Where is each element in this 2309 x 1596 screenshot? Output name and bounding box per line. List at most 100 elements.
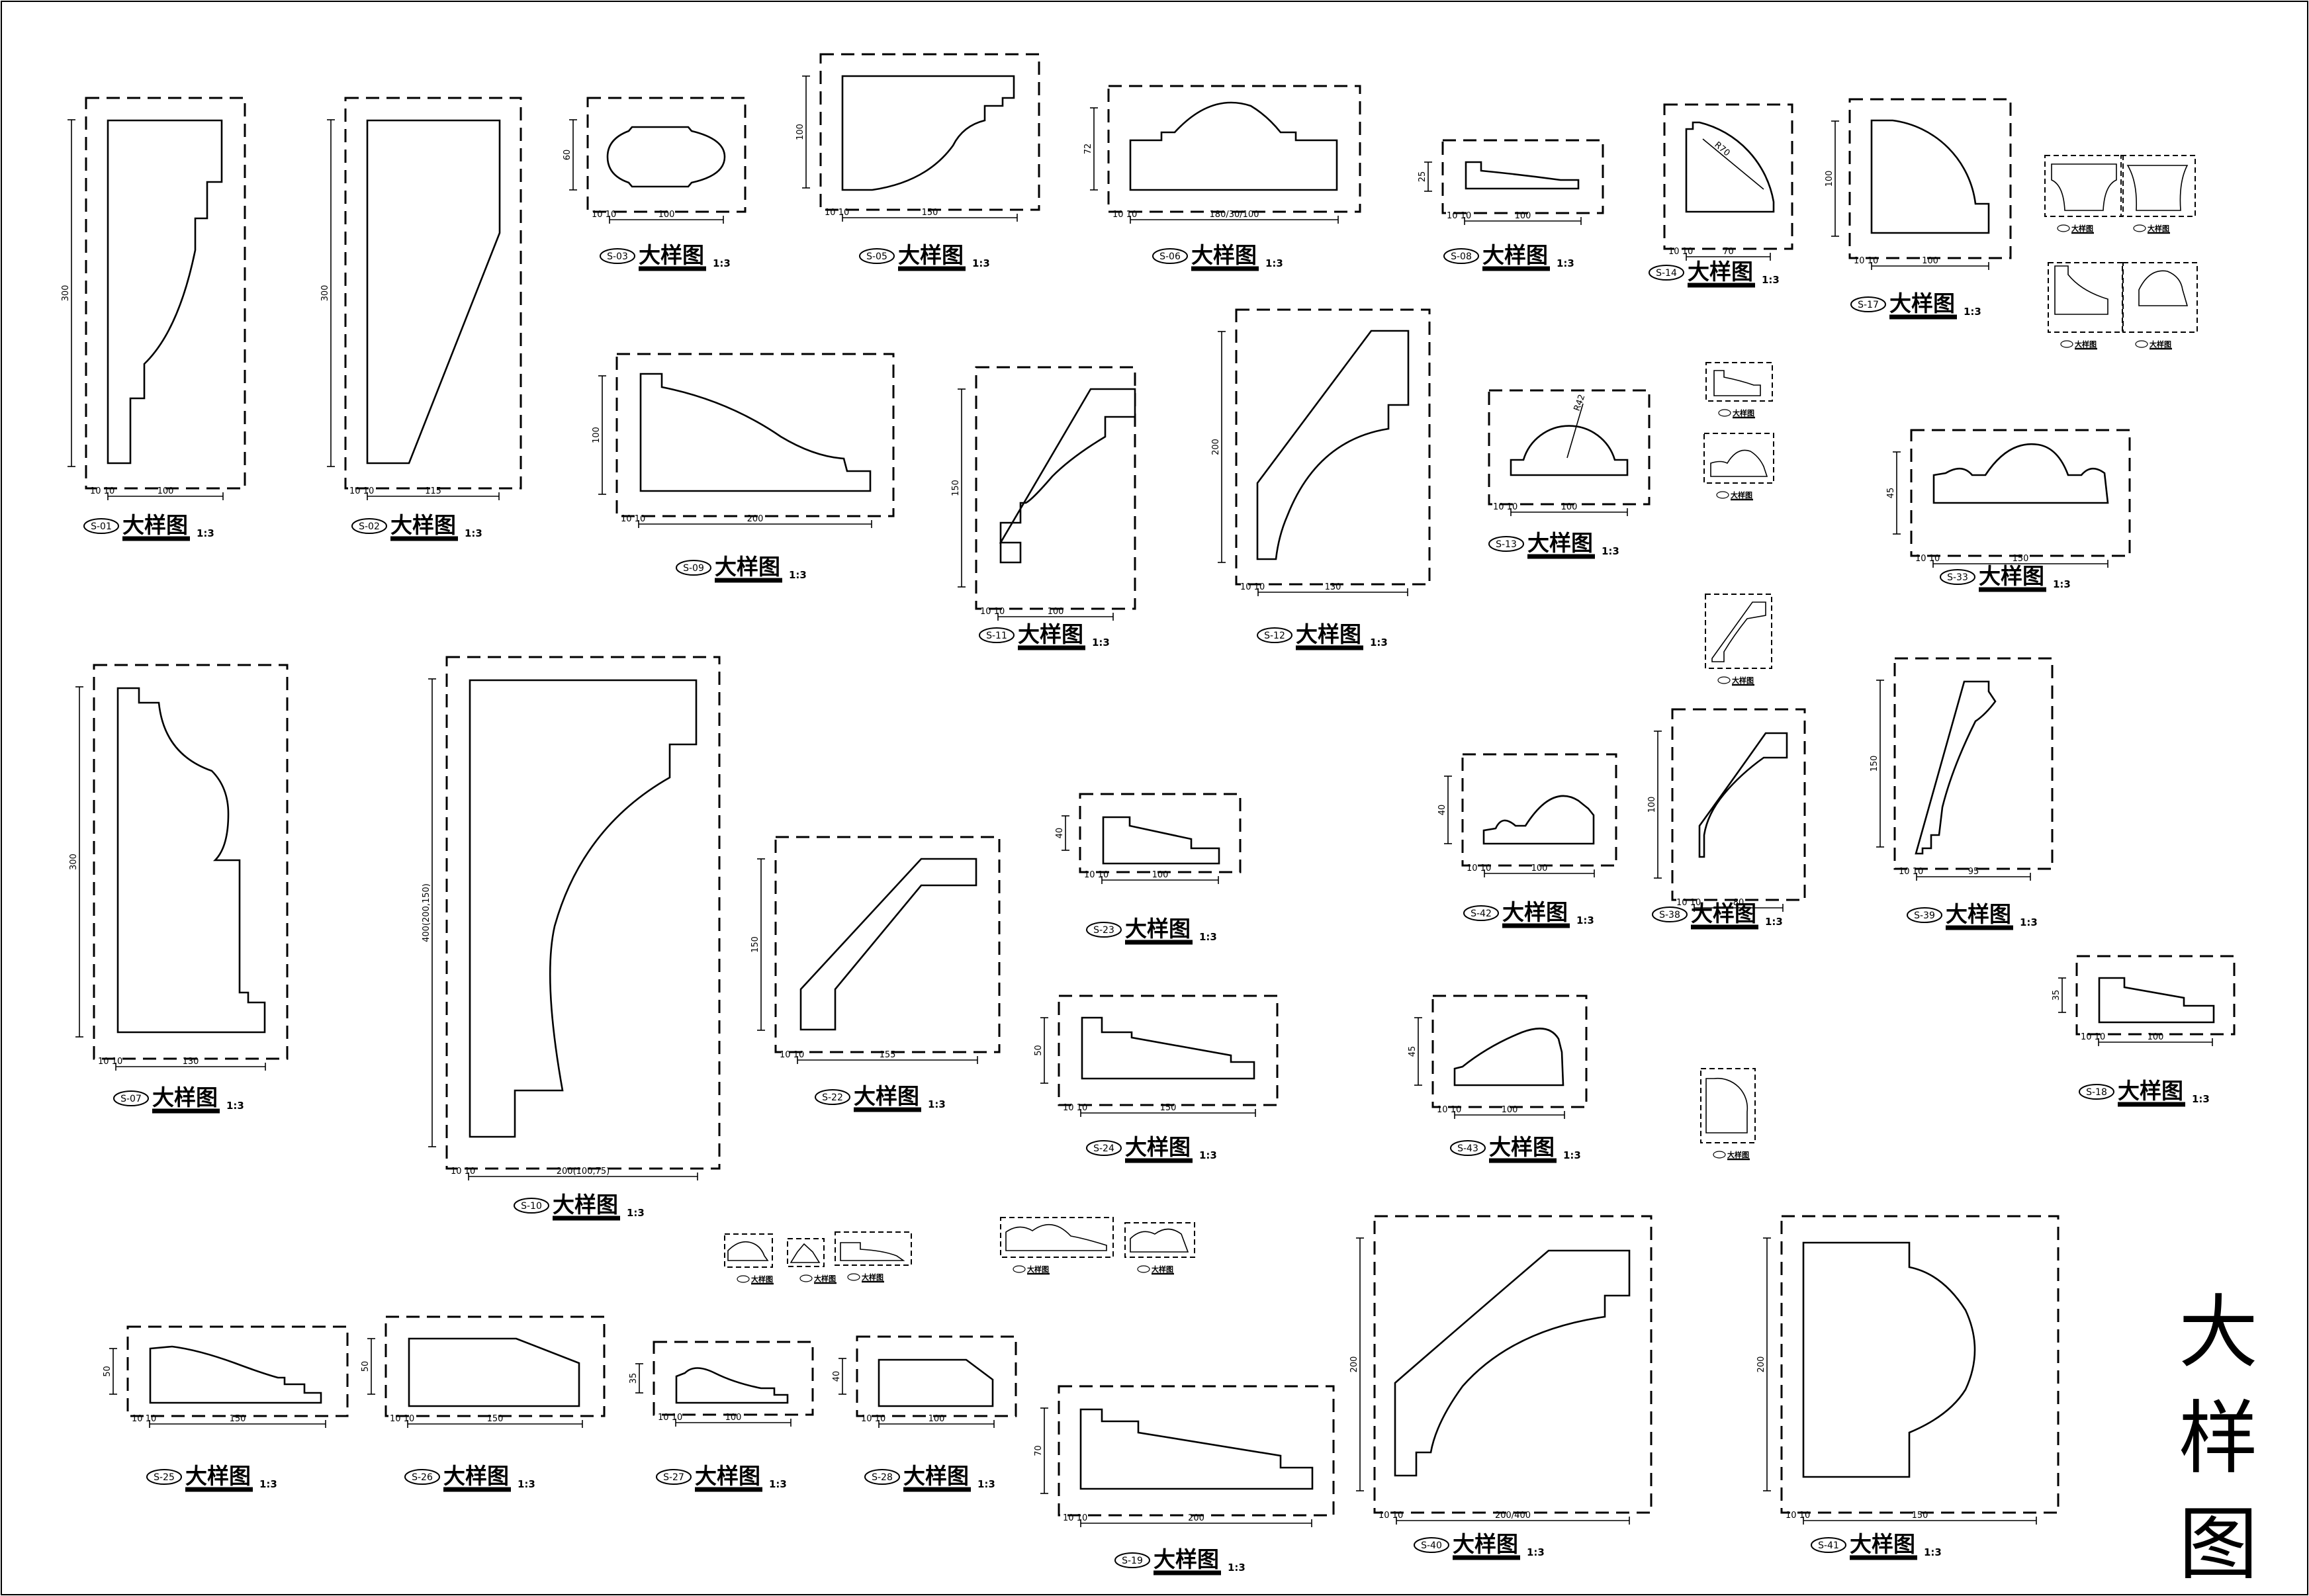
- offset-dimension-text: 10 10: [390, 1414, 414, 1424]
- molding-profile: [675, 1367, 789, 1404]
- mini-detail: 大样图: [2120, 155, 2196, 234]
- detail-id-text: S-06: [1159, 251, 1181, 262]
- dimension-width-text: 70: [1723, 247, 1734, 257]
- scale-text: 1:3: [518, 1478, 535, 1490]
- detail-title-text: 大样图: [695, 1463, 760, 1489]
- detail-tag: [404, 1469, 440, 1485]
- molding-profile: [1802, 1241, 1976, 1478]
- molding-profile: [1129, 101, 1338, 191]
- scale-text: 1:3: [1964, 306, 1981, 318]
- molding-profile: [107, 119, 223, 465]
- detail-tag: [351, 518, 387, 534]
- dimension-height-text: 35: [2052, 990, 2061, 1001]
- molding-profile: [639, 373, 872, 492]
- mini-profile: [2054, 265, 2108, 315]
- detail-title-text: 大样图: [1125, 1134, 1191, 1160]
- dimension-width-text: 100: [928, 1414, 945, 1424]
- detail-id-text: S-09: [683, 563, 704, 574]
- mini-title-text: 大样图: [2071, 224, 2093, 233]
- mini-frame: [787, 1238, 825, 1267]
- detail-frame: [445, 656, 721, 1170]
- dimension-height-text: 40: [1055, 828, 1065, 839]
- dimension-width-text: 95: [1968, 867, 1979, 877]
- detail-tag: [146, 1469, 182, 1485]
- dimension-height-text: 200: [1349, 1356, 1359, 1373]
- detail-tag: [676, 560, 711, 576]
- offset-dimension-text: 10 10: [621, 514, 645, 524]
- offset-dimension-text: 10 10: [1063, 1103, 1087, 1113]
- offset-dimension-text: 10 10: [1676, 898, 1701, 908]
- detail-id-text: S-39: [1914, 910, 1935, 921]
- scale-text: 1:3: [1557, 257, 1574, 269]
- scale-text: 1:3: [1370, 637, 1388, 648]
- dimension-width-text: 100: [1152, 870, 1169, 880]
- mini-detail: 大样图: [2048, 262, 2123, 350]
- detail-id-text: S-11: [986, 631, 1007, 641]
- offset-dimension-text: 10 10: [1786, 1511, 1810, 1521]
- detail-frame: [85, 97, 246, 490]
- mini-title-text: 大样图: [2148, 224, 2169, 233]
- scale-text: 1:3: [627, 1207, 645, 1219]
- scale-text: 1:3: [1527, 1546, 1545, 1558]
- scale-text: 1:3: [1576, 914, 1594, 926]
- offset-dimension-text: 10 10: [2081, 1032, 2105, 1042]
- mini-thumbnails-layer: 大样图大样图大样图大样图大样图大样图大样图大样图大样图大样图大样图大样图大样图: [724, 155, 2198, 1285]
- detail-id-text: S-13: [1496, 539, 1517, 550]
- mini-title-text: 大样图: [1727, 1150, 1749, 1159]
- mini-profile: [2126, 165, 2189, 211]
- mini-title-text: 大样图: [1152, 1264, 1173, 1274]
- molding-profile: [366, 119, 501, 465]
- mini-detail: 大样图: [1124, 1222, 1195, 1275]
- scale-text: 1:3: [1228, 1562, 1245, 1574]
- mini-profile: [790, 1243, 821, 1263]
- mini-title-text: 大样图: [2075, 339, 2097, 349]
- molding-profile: [1394, 1249, 1631, 1477]
- dimension-width-text: 150: [1912, 1511, 1928, 1521]
- molding-profile: [799, 858, 977, 1031]
- detail-title-text: 大样图: [1850, 1531, 1915, 1557]
- detail-title-text: 大样图: [1296, 621, 1361, 647]
- dimension-height-text: 25: [1418, 171, 1427, 183]
- scale-text: 1:3: [2192, 1093, 2210, 1105]
- detail-id-text: S-19: [1122, 1556, 1143, 1566]
- mini-title-text: 大样图: [1027, 1264, 1049, 1274]
- dimension-height-text: 50: [361, 1361, 371, 1372]
- detail-title-text: 大样图: [185, 1463, 251, 1489]
- molding-profile: [841, 75, 1015, 191]
- offset-dimension-text: 10 10: [1240, 582, 1265, 592]
- scale-text: 1:3: [197, 527, 214, 539]
- detail-title-text: 大样图: [2118, 1078, 2183, 1104]
- offset-dimension-text: 10 10: [1379, 1511, 1403, 1521]
- molding-profile: [408, 1337, 580, 1407]
- mini-profile: [2051, 163, 2117, 211]
- mini-title-text: 大样图: [751, 1274, 773, 1284]
- detail-tag: [113, 1090, 149, 1106]
- detail-title-text: 大样图: [1154, 1546, 1219, 1572]
- molding-profile: [116, 687, 266, 1034]
- dimension-height-text: 35: [629, 1373, 639, 1384]
- detail-tag: [1488, 536, 1524, 552]
- dimension-width-text: 100: [658, 210, 675, 220]
- detail-id-text: S-24: [1093, 1143, 1114, 1154]
- detail-tag: [1811, 1537, 1846, 1553]
- mini-frame: [2048, 262, 2123, 333]
- detail-frame: [344, 97, 522, 490]
- detail-frame: [1058, 1385, 1335, 1517]
- scale-text: 1:3: [1762, 274, 1780, 286]
- sheet-title: 大 样 图: [2179, 1287, 2258, 1591]
- detail-tag: [859, 248, 895, 264]
- detail-id-text: S-43: [1457, 1143, 1478, 1154]
- detail-frame: [1373, 1215, 1653, 1514]
- mini-frame: [2122, 262, 2198, 333]
- mini-detail: 大样图: [1700, 1068, 1756, 1161]
